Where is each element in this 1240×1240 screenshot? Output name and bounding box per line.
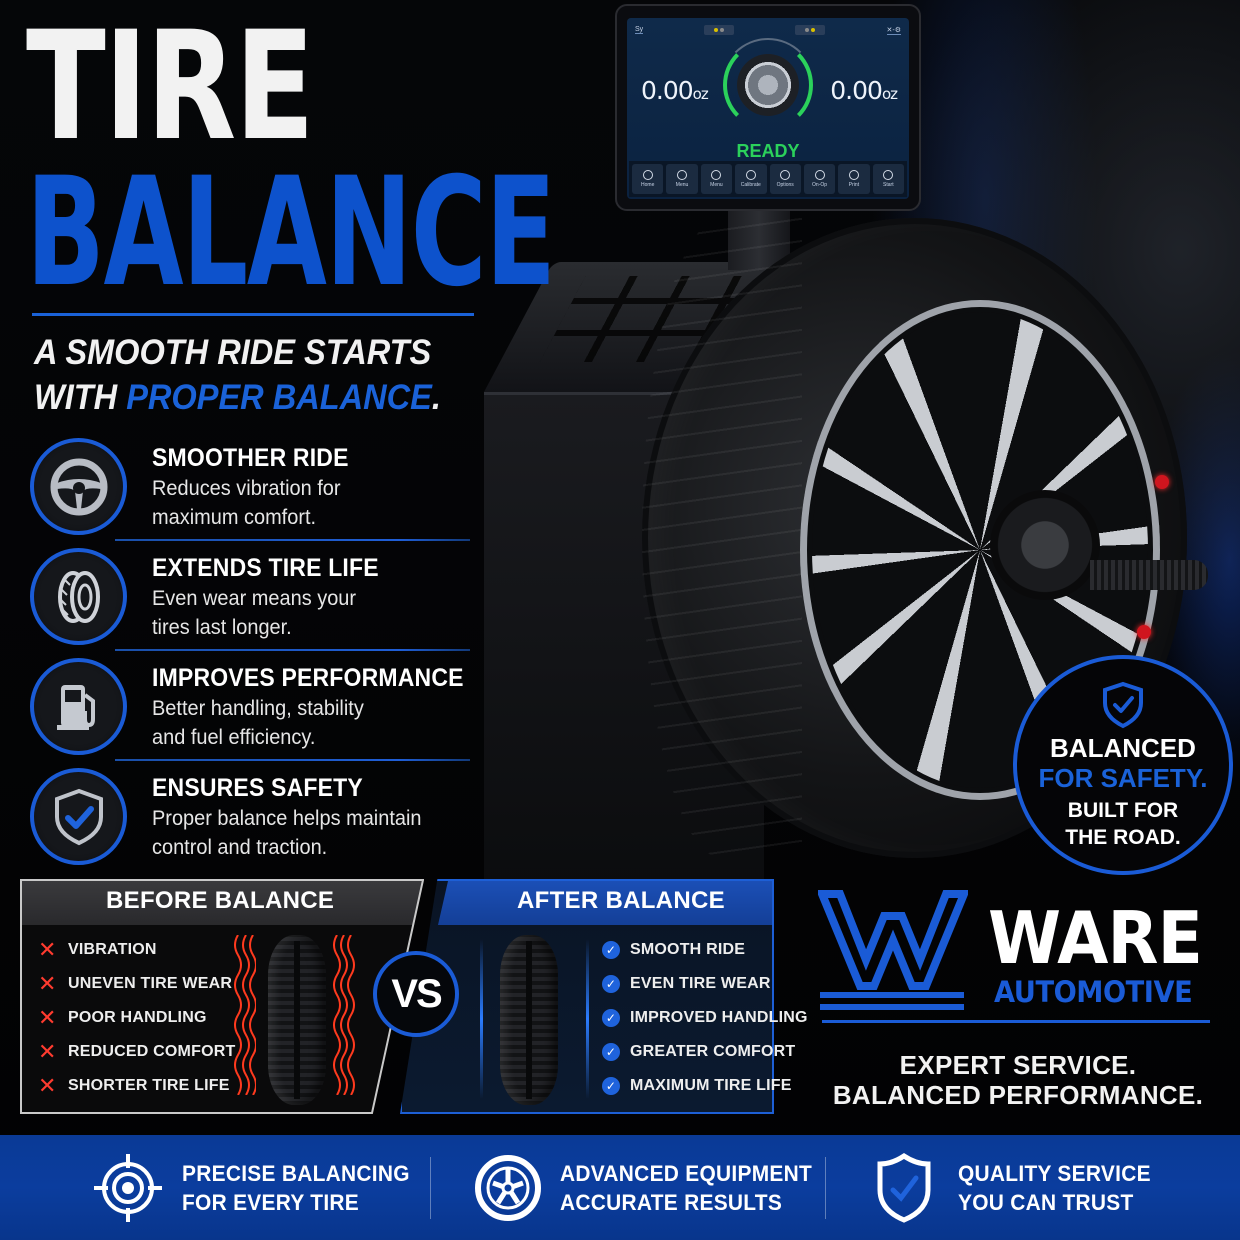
title-line-1: TIRE [26, 0, 315, 174]
screen-button-print[interactable]: Print [838, 164, 870, 194]
screen-wheel-graphic [721, 38, 815, 130]
before-list-item: ✕SHORTER TIRE LIFE [38, 1073, 230, 1098]
x-icon: ✕ [38, 937, 57, 962]
wheel-icon [473, 1150, 544, 1226]
screen-indicator-pill [704, 25, 735, 35]
brand-subname: AUTOMOTIVE [994, 975, 1193, 1009]
calibrate-icon [745, 170, 756, 180]
x-icon: ✕ [38, 1073, 57, 1098]
x-icon: ✕ [38, 1005, 57, 1030]
after-list-item: ✓IMPROVED HANDLING [602, 1001, 808, 1035]
after-list-item: ✓MAXIMUM TIRE LIFE [602, 1069, 808, 1103]
title-line-2: BALANCE [26, 146, 556, 320]
screen-tag: Sy [635, 26, 644, 34]
screen-button-calibrate[interactable]: Calibrate [735, 164, 767, 194]
screen-button-bar: Home Menu Menu Calibrate Options On-Op P… [629, 161, 907, 197]
check-icon: ✓ [602, 975, 620, 993]
before-list: ✕VIBRATION ✕UNEVEN TIRE WEAR ✕POOR HANDL… [38, 933, 235, 1103]
fuel-pump-icon [30, 658, 127, 755]
steering-wheel-icon [30, 438, 127, 535]
shield-check-icon [866, 1150, 942, 1226]
balancer-shaft [1090, 560, 1208, 590]
clamp-pin [1137, 625, 1151, 639]
after-panel-title: AFTER BALANCE [517, 887, 725, 914]
after-balance-panel: AFTER BALANCE ✓SMOOTH RIDE ✓EVEN TIRE WE… [400, 879, 807, 1114]
feature-item: IMPROVES PERFORMANCE Better handling, st… [30, 652, 470, 762]
wheel-icon [737, 54, 799, 116]
after-list-item: ✓GREATER COMFORT [602, 1035, 808, 1069]
tire-tread [642, 218, 802, 858]
shield-check-icon [30, 768, 127, 865]
before-list-item: ✕POOR HANDLING [38, 1005, 207, 1030]
before-list-item: ✕VIBRATION [38, 937, 157, 962]
vs-badge: VS [373, 951, 459, 1037]
before-balance-panel: BEFORE BALANCE ✕VIBRATION ✕UNEVEN TIRE W… [20, 879, 424, 1114]
options-icon [780, 170, 791, 180]
subtitle: A SMOOTH RIDE STARTS WITH PROPER BALANCE… [34, 333, 441, 417]
x-icon: ✕ [38, 971, 57, 996]
feature-item: ENSURES SAFETY Proper balance helps main… [30, 762, 470, 872]
after-list: ✓SMOOTH RIDE ✓EVEN TIRE WEAR ✓IMPROVED H… [602, 933, 808, 1103]
feature-item: EXTENDS TIRE LIFE Even wear means your t… [30, 542, 470, 652]
after-list-item: ✓EVEN TIRE WEAR [602, 967, 808, 1001]
user-icon [814, 170, 825, 180]
balancer-monitor: Sy ✕-⚙ 0.00oz 0.00oz READY Home Menu Men… [615, 4, 921, 211]
screen-settings-icon[interactable]: ✕-⚙ [886, 26, 901, 35]
clamp-pin [1155, 475, 1169, 489]
check-icon: ✓ [602, 941, 620, 959]
before-panel-title: BEFORE BALANCE [106, 887, 335, 914]
screen-button-start[interactable]: Start [872, 164, 904, 194]
unbalanced-tire-image [268, 935, 326, 1105]
check-icon: ✓ [602, 1077, 620, 1095]
title-divider [32, 313, 474, 316]
screen-status: READY [736, 141, 800, 161]
safety-badge: BALANCED FOR SAFETY. BUILT FOR THE ROAD. [1013, 655, 1233, 875]
tire-icon [30, 548, 127, 645]
check-icon: ✓ [602, 1009, 620, 1027]
screen-button-home[interactable]: Home [632, 164, 664, 194]
strip-divider [825, 1156, 826, 1219]
feature-item: SMOOTHER RIDE Reduces vibration for maxi… [30, 432, 470, 542]
brand-name: WARE [988, 896, 1203, 980]
home-icon [642, 170, 653, 180]
glow-line [586, 939, 589, 1099]
screen-button-on-op[interactable]: On-Op [803, 164, 836, 194]
strip-divider [430, 1156, 431, 1219]
settings-icon [711, 170, 722, 180]
before-list-item: ✕UNEVEN TIRE WEAR [38, 971, 233, 996]
shield-check-icon [1101, 681, 1145, 729]
start-icon [883, 170, 894, 180]
before-list-item: ✕REDUCED COMFORT [38, 1039, 236, 1064]
after-panel-header [438, 881, 772, 925]
screen-button-menu[interactable]: Menu [666, 164, 698, 194]
wheel-hub [990, 490, 1100, 600]
brand-divider [822, 1020, 1210, 1023]
w-logo-icon [818, 890, 968, 1010]
print-icon [848, 170, 859, 180]
balancer-screen: Sy ✕-⚙ 0.00oz 0.00oz READY Home Menu Men… [627, 18, 909, 199]
screen-indicator-pill [795, 25, 826, 35]
menu-icon [677, 170, 688, 180]
before-panel-header [22, 881, 422, 925]
screen-button-options[interactable]: Options [769, 164, 801, 194]
glow-line [480, 939, 483, 1099]
after-list-item: ✓SMOOTH RIDE [602, 933, 808, 967]
left-plane-weight: 0.00oz [641, 76, 709, 105]
vibration-wave-icon [234, 935, 256, 1095]
check-icon: ✓ [602, 1043, 620, 1061]
feature-list: SMOOTHER RIDE Reduces vibration for maxi… [30, 432, 470, 872]
x-icon: ✕ [38, 1039, 57, 1064]
target-icon [90, 1150, 166, 1226]
vibration-wave-icon [333, 935, 355, 1095]
balanced-tire-image [500, 935, 558, 1105]
brand-tagline: EXPERT SERVICE. BALANCED PERFORMANCE. [832, 1050, 1204, 1110]
screen-button-menu-2[interactable]: Menu [700, 164, 733, 194]
right-plane-weight: 0.00oz [830, 76, 898, 105]
